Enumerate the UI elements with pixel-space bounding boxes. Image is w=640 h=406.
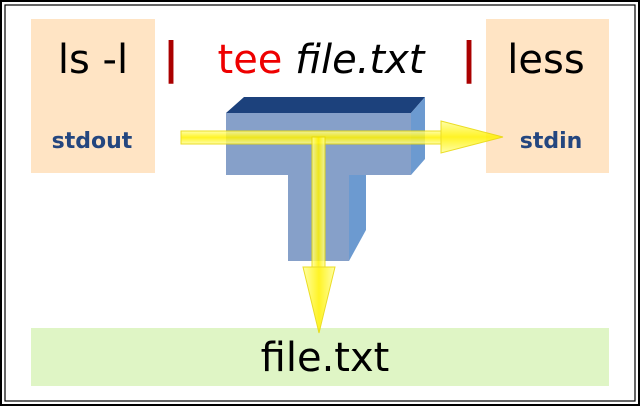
stdin-label: stdin — [520, 129, 583, 154]
pipe-symbol-right: | — [461, 33, 477, 84]
tee-keyword: tee — [218, 37, 283, 83]
output-file-box — [31, 328, 609, 386]
ls-command: ls -l — [58, 37, 128, 83]
stdout-label: stdout — [52, 129, 133, 154]
pipe-symbol-left: | — [163, 33, 179, 84]
less-command: less — [507, 37, 584, 83]
output-file-label: file.txt — [261, 335, 390, 381]
tee-top-face — [226, 97, 425, 113]
less-process-box — [486, 19, 609, 173]
ls-process-box — [31, 19, 155, 173]
inner-border — [4, 4, 636, 402]
tee-stem-side-face — [349, 175, 366, 261]
tee-argument: file.txt — [295, 37, 426, 83]
tee-command: tee file.txt — [218, 37, 426, 83]
tee-to-file-arrow — [302, 136, 336, 334]
